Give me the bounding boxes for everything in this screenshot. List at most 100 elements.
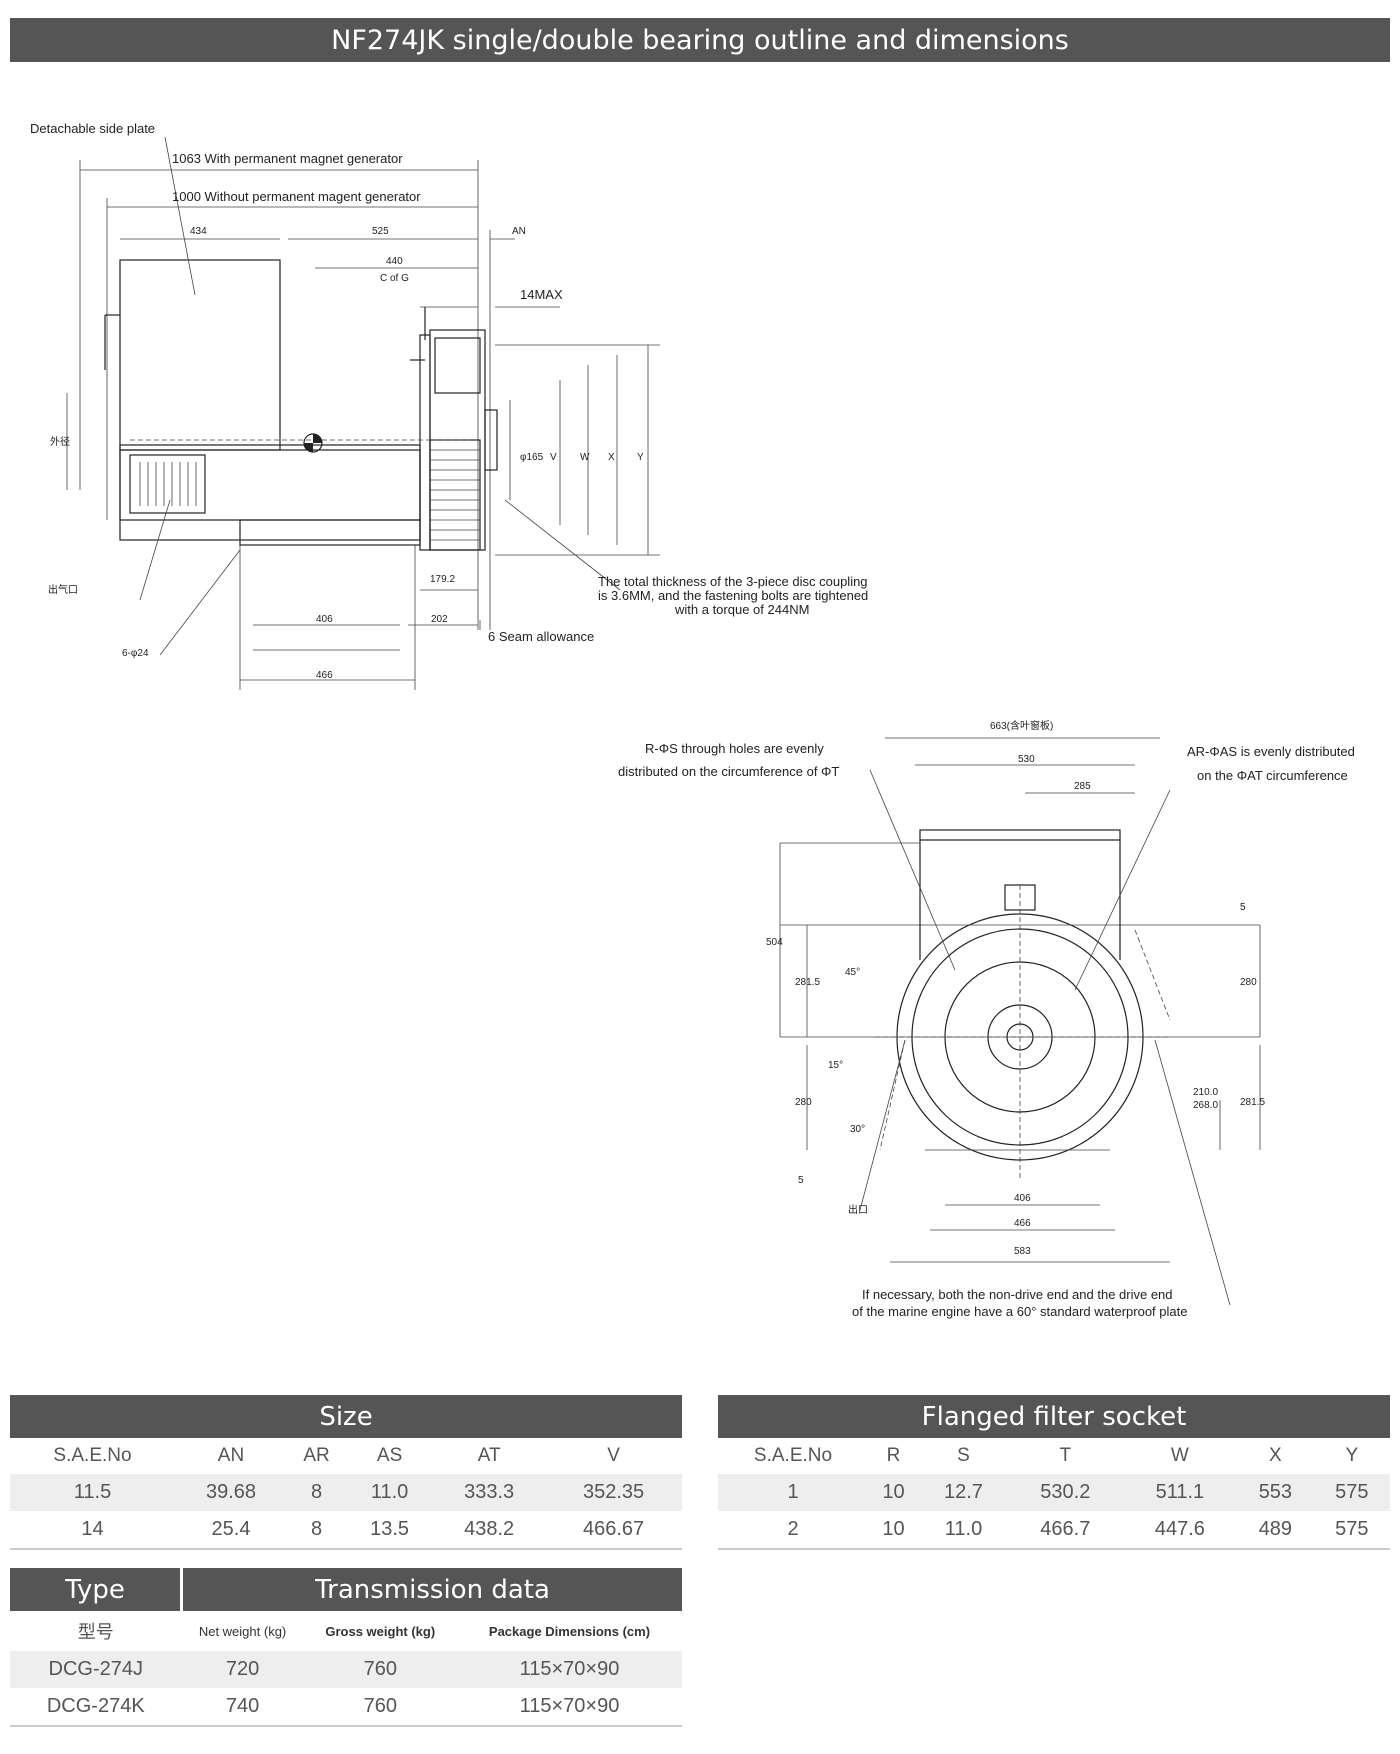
table-cell: 553 xyxy=(1237,1474,1314,1511)
dim-210: 210.0 xyxy=(1193,1087,1218,1098)
end-view: R-ΦS through holes are evenly distribute… xyxy=(618,719,1355,1319)
outlet-label-end: 出口 xyxy=(848,1203,868,1216)
dim-466-side: 466 xyxy=(316,670,333,681)
flange-col-x: X xyxy=(1269,1445,1282,1466)
table-row: 11.5 39.68 8 11.0 333.3 352.35 xyxy=(10,1474,682,1511)
dim-504: 504 xyxy=(766,937,783,948)
ar-note-2: on the ΦAT circumference xyxy=(1197,768,1348,783)
rs-note-1: R-ΦS through holes are evenly xyxy=(645,741,824,756)
dim-285: 285 xyxy=(1074,781,1091,792)
table-cell: 115×70×90 xyxy=(456,1651,682,1688)
table-cell: 760 xyxy=(303,1688,457,1727)
dim-280-left: 280 xyxy=(795,1097,812,1108)
table-row: DCG-274K 740 760 115×70×90 xyxy=(10,1688,682,1727)
table-cell: 12.7 xyxy=(918,1474,1009,1511)
flange-table-title: Flanged filter socket xyxy=(718,1395,1390,1438)
table-cell: 8 xyxy=(286,1511,347,1550)
coupling-note-3: with a torque of 244NM xyxy=(674,602,809,617)
dim-5-right: 5 xyxy=(1240,902,1246,913)
angle-15: 15° xyxy=(828,1060,843,1071)
size-col-as: AS xyxy=(376,1445,403,1466)
outline-drawing: Detachable side plate 1063 With permanen… xyxy=(30,121,1355,1319)
size-col-sae: S.A.E.No xyxy=(53,1445,132,1466)
table-cell: 720 xyxy=(181,1651,304,1688)
table-cell: 14 xyxy=(10,1511,175,1550)
table-cell: 489 xyxy=(1237,1511,1314,1550)
coupling-note-1: The total thickness of the 3-piece disc … xyxy=(598,574,868,589)
flange-col-r: R xyxy=(886,1445,901,1466)
table-row: DCG-274J 720 760 115×70×90 xyxy=(10,1651,682,1688)
dim-583: 583 xyxy=(1014,1246,1031,1257)
table-cell: DCG-274J xyxy=(10,1651,182,1688)
flange-col-y: Y xyxy=(1345,1445,1359,1466)
side-view: Detachable side plate 1063 With permanen… xyxy=(30,121,868,690)
table-cell: 575 xyxy=(1313,1511,1390,1550)
table-cell: 760 xyxy=(303,1651,457,1688)
table-cell: 2 xyxy=(718,1511,868,1550)
size-table: Size S.A.E.No AN AR AS AT V 11.5 39.68 8… xyxy=(10,1395,682,1550)
dim-2815-left: 281.5 xyxy=(795,977,820,988)
dim-530: 530 xyxy=(1018,754,1035,765)
outlet-label-side: 出气口 xyxy=(48,583,78,596)
table-cell: 13.5 xyxy=(346,1511,434,1550)
table-cell: 8 xyxy=(286,1474,347,1511)
table-cell: 466.67 xyxy=(545,1511,682,1550)
table-row: 1 10 12.7 530.2 511.1 553 575 xyxy=(718,1474,1390,1511)
flange-col-s: S xyxy=(957,1445,970,1466)
type-subhead: 型号 xyxy=(77,1622,114,1642)
table-cell: DCG-274K xyxy=(10,1688,182,1727)
dim-406-end: 406 xyxy=(1014,1193,1031,1204)
dim-v: V xyxy=(550,452,557,463)
side-plate-note: Detachable side plate xyxy=(30,121,155,136)
waterproof-note-2: of the marine engine have a 60° standard… xyxy=(852,1304,1187,1319)
dim-holes: 6-φ24 xyxy=(122,648,149,659)
flange-col-w: W xyxy=(1170,1445,1189,1466)
type-table: Type Transmission data 型号 Net weight (kg… xyxy=(10,1568,682,1727)
dim-434: 434 xyxy=(190,226,207,237)
table-cell: 333.3 xyxy=(433,1474,546,1511)
dim-280-right: 280 xyxy=(1240,977,1257,988)
size-col-at: AT xyxy=(477,1445,501,1466)
table-cell: 39.68 xyxy=(175,1474,287,1511)
table-cell: 352.35 xyxy=(545,1474,682,1511)
table-row: 14 25.4 8 13.5 438.2 466.67 xyxy=(10,1511,682,1550)
table-cell: 25.4 xyxy=(175,1511,287,1550)
col-package: Package Dimensions (cm) xyxy=(488,1623,651,1639)
table-row: 2 10 11.0 466.7 447.6 489 575 xyxy=(718,1511,1390,1550)
flange-col-t: T xyxy=(1059,1445,1072,1466)
dim-440: 440 xyxy=(386,256,403,267)
table-cell: 438.2 xyxy=(433,1511,546,1550)
dim-y: Y xyxy=(637,452,644,463)
dim-2815-right: 281.5 xyxy=(1240,1097,1265,1108)
dim-202: 202 xyxy=(431,614,448,625)
flange-table: Flanged filter socket S.A.E.No R S T W X… xyxy=(718,1395,1390,1550)
transmission-title: Transmission data xyxy=(181,1568,682,1611)
dim-406-side: 406 xyxy=(316,614,333,625)
dim-x: X xyxy=(608,452,615,463)
size-table-title: Size xyxy=(10,1395,682,1438)
table-cell: 740 xyxy=(181,1688,304,1727)
dim-5-left: 5 xyxy=(798,1175,804,1186)
dim-cofg: C of G xyxy=(380,273,409,284)
angle-30: 30° xyxy=(850,1124,865,1135)
table-cell: 10 xyxy=(868,1474,919,1511)
dim-w: W xyxy=(580,452,590,463)
angle-45: 45° xyxy=(845,967,860,978)
without-pmg-note: 1000 Without permanent magent generator xyxy=(172,189,421,204)
size-col-ar: AR xyxy=(303,1445,330,1466)
table-cell: 10 xyxy=(868,1511,919,1550)
type-table-title: Type xyxy=(10,1568,183,1611)
dim-an: AN xyxy=(512,226,526,237)
ar-note-1: AR-ΦAS is evenly distributed xyxy=(1187,744,1355,759)
max14-note: 14MAX xyxy=(520,287,563,302)
size-col-v: V xyxy=(607,1445,620,1466)
dim-466-end: 466 xyxy=(1014,1218,1031,1229)
table-cell: 466.7 xyxy=(1008,1511,1123,1550)
page-title: NF274JK single/double bearing outline an… xyxy=(10,18,1390,62)
dim-179: 179.2 xyxy=(430,574,455,585)
table-cell: 11.0 xyxy=(346,1474,434,1511)
dim-268: 268.0 xyxy=(1193,1100,1218,1111)
seam-note: 6 Seam allowance xyxy=(488,629,594,644)
waterproof-note-1: If necessary, both the non-drive end and… xyxy=(862,1287,1173,1302)
table-cell: 511.1 xyxy=(1122,1474,1238,1511)
